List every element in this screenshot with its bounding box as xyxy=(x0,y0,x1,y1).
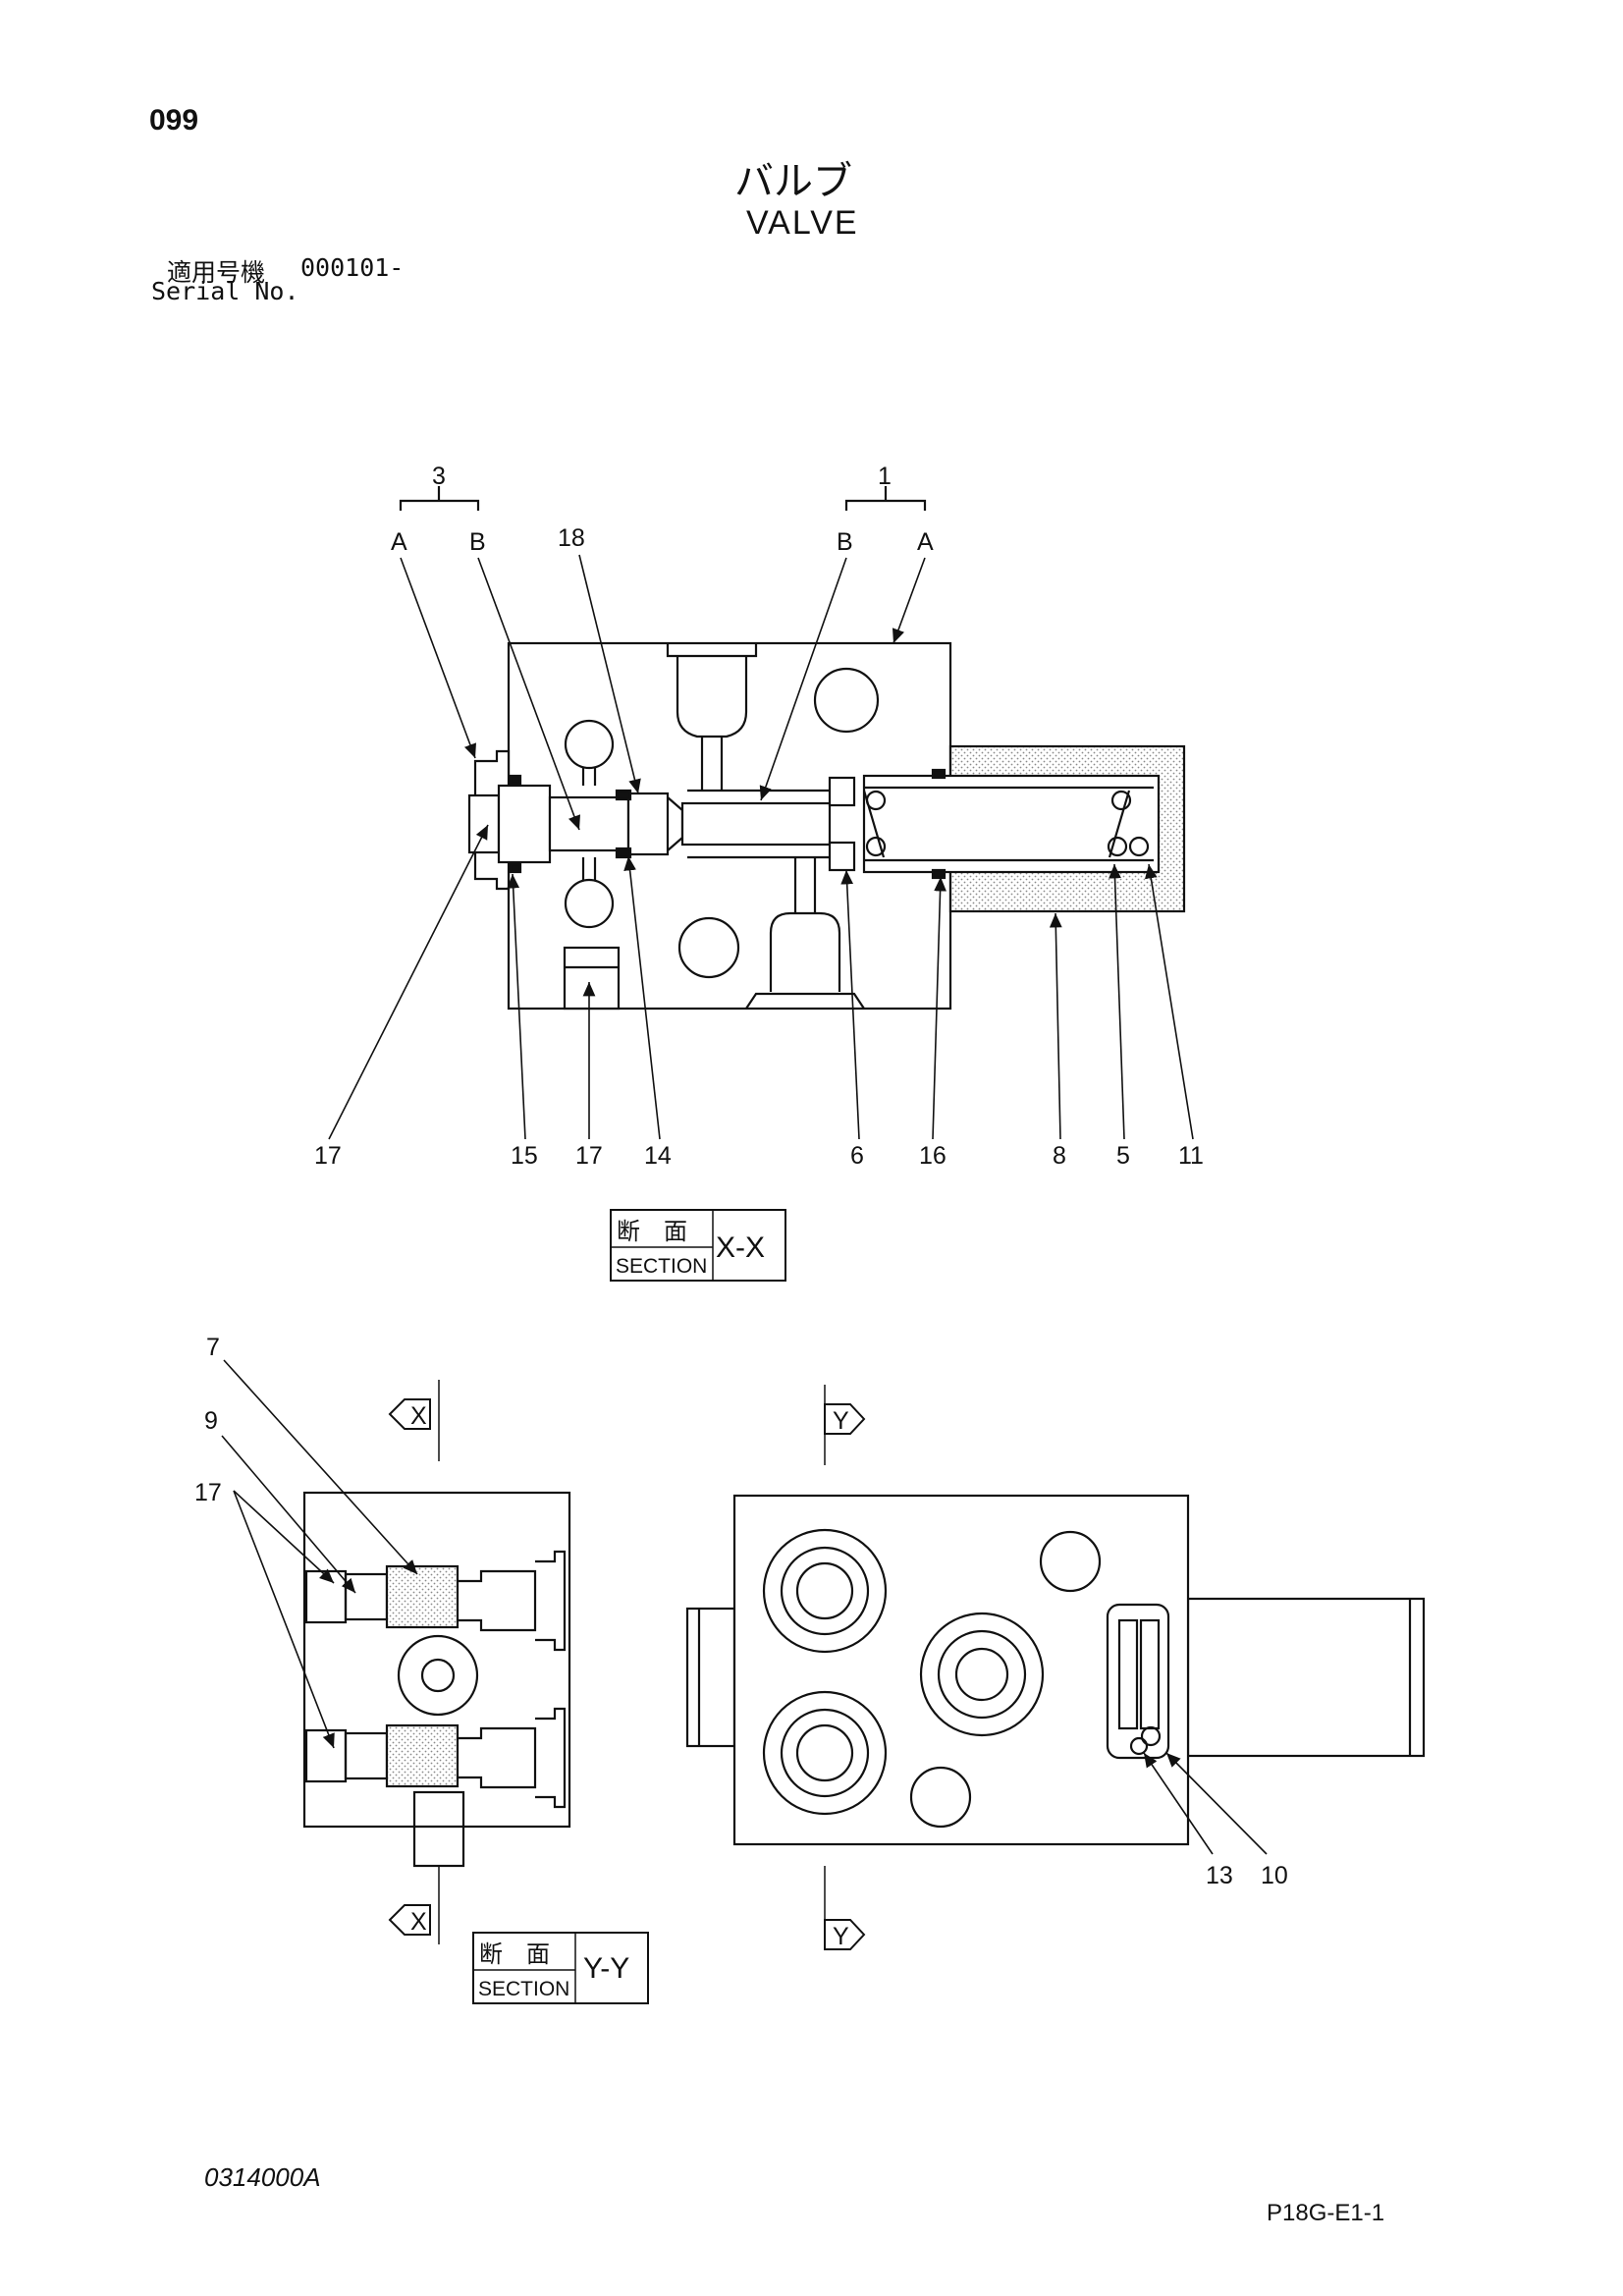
marker-x-bottom: X xyxy=(410,1908,427,1936)
callout-6: 6 xyxy=(850,1142,864,1170)
callout-5: 5 xyxy=(1116,1142,1130,1170)
callout-b-left: B xyxy=(469,528,486,556)
section-x-markers xyxy=(388,1398,431,1936)
serial-label-english: Serial No. xyxy=(151,277,299,305)
section-xx-view xyxy=(399,486,1186,1011)
callout-17-b: 17 xyxy=(575,1142,603,1170)
callout-10: 10 xyxy=(1261,1862,1288,1889)
leader-lines-yy xyxy=(221,1359,418,1749)
callout-a-right: A xyxy=(917,528,934,556)
section-yy-view xyxy=(302,1380,571,1944)
callout-b-right: B xyxy=(837,528,853,556)
section-y-markers xyxy=(824,1403,866,1950)
serial-value: 000101- xyxy=(300,253,405,282)
section-xx-jp: 断 面 xyxy=(617,1218,687,1245)
callout-16: 16 xyxy=(919,1142,947,1170)
marker-y-bottom: Y xyxy=(833,1923,849,1950)
sheet-code: P18G-E1-1 xyxy=(1267,2200,1385,2226)
section-yy-label: 断 面 SECTION Y-Y xyxy=(472,1932,649,2004)
section-yy-jp: 断 面 xyxy=(479,1941,550,1968)
callout-14: 14 xyxy=(644,1142,672,1170)
document-code: 0314000A xyxy=(204,2162,321,2192)
serial-label-japanese: 適用号機 xyxy=(167,258,266,287)
callout-11: 11 xyxy=(1178,1142,1204,1170)
title-japanese: バルブ xyxy=(734,159,852,204)
page-number: 099 xyxy=(149,104,199,137)
callout-3: 3 xyxy=(432,463,446,490)
callout-18: 18 xyxy=(558,524,585,552)
section-xx-id: X-X xyxy=(716,1231,765,1264)
marker-x-top: X xyxy=(410,1402,427,1430)
title-english: VALVE xyxy=(746,204,859,242)
callout-a-left: A xyxy=(391,528,407,556)
marker-y-top: Y xyxy=(833,1407,849,1435)
callout-15: 15 xyxy=(511,1142,538,1170)
callout-17-a: 17 xyxy=(314,1142,342,1170)
valve-side-view xyxy=(685,1385,1426,1946)
leader-lines-xx xyxy=(328,554,1194,1140)
callout-17-c: 17 xyxy=(194,1479,222,1506)
callout-13: 13 xyxy=(1206,1862,1233,1889)
section-xx-label: 断 面 SECTION X-X xyxy=(610,1209,786,1282)
callout-1: 1 xyxy=(878,463,892,490)
section-yy-en: SECTION xyxy=(478,1978,569,2000)
callout-7: 7 xyxy=(206,1334,220,1361)
callout-9: 9 xyxy=(204,1407,218,1435)
leader-lines-side xyxy=(1143,1752,1268,1855)
section-yy-id: Y-Y xyxy=(583,1952,629,1985)
section-xx-en: SECTION xyxy=(616,1255,707,1278)
callout-8: 8 xyxy=(1053,1142,1066,1170)
